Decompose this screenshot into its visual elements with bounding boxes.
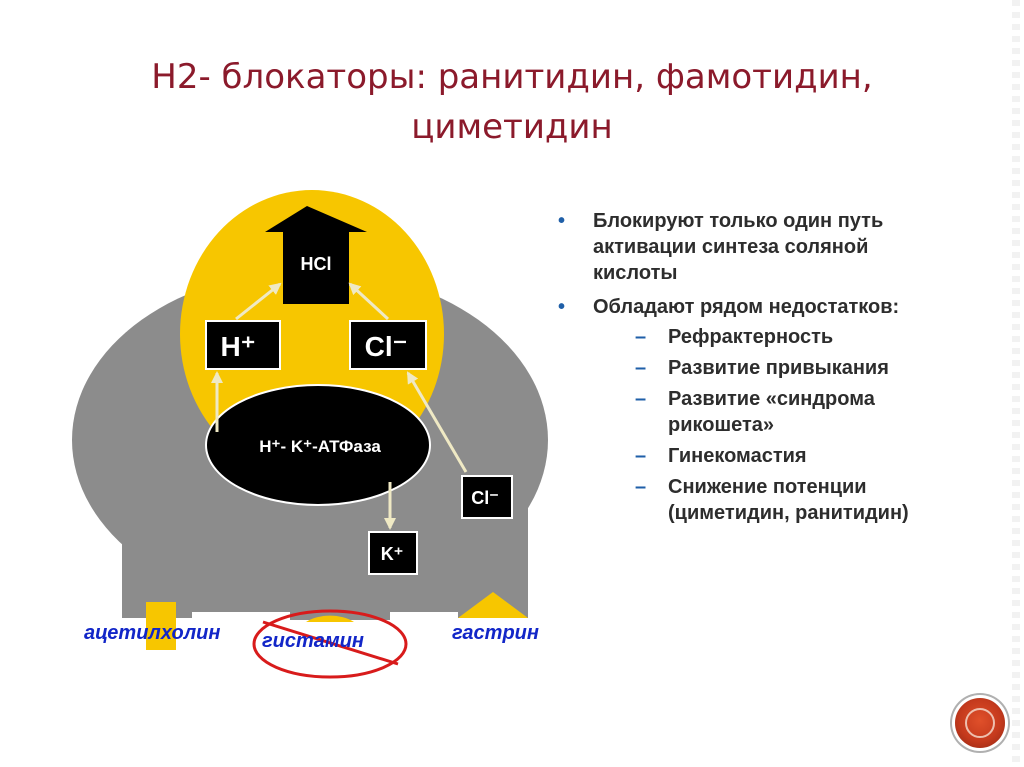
cl-minus-in-label: Cl⁻ xyxy=(471,488,499,508)
title-line-1: Н2- блокаторы: ранитидин, фамотидин, xyxy=(151,57,873,97)
sub-item: Гинекомастия xyxy=(593,443,958,469)
cl-minus-box xyxy=(349,320,427,370)
page-edge-decoration xyxy=(1010,0,1024,767)
arrow-h-to-hcl xyxy=(235,282,282,321)
cl-minus-label: Cl⁻ xyxy=(365,331,408,362)
acetylcholine-receptor-shape xyxy=(146,602,176,650)
hcl-arrow xyxy=(265,206,367,304)
k-plus-label: K⁺ xyxy=(381,544,404,564)
slide-nav-button[interactable] xyxy=(955,698,1005,748)
histamine-cross-out xyxy=(252,609,408,679)
sub-item: Снижение потенции (циметидин, ранитидин) xyxy=(593,474,958,526)
flow-arrows xyxy=(211,282,468,530)
hcl-label: HCl xyxy=(301,254,332,274)
histamine-label: гистамин xyxy=(262,630,365,652)
title-line-2: циметидин xyxy=(411,107,613,147)
h-plus-label: H⁺ xyxy=(221,331,256,362)
sub-item: Развитие «синдрома рикошета» xyxy=(593,386,958,438)
h-plus-box xyxy=(205,320,281,370)
atpase-pump xyxy=(205,384,431,506)
page-title: Н2- блокаторы: ранитидин, фамотидин, цим… xyxy=(0,52,1024,152)
bullet-list: Блокируют только один путь активации син… xyxy=(558,208,958,534)
acetylcholine-label: ацетилхолин xyxy=(84,622,221,644)
bullet-text: Блокируют только один путь активации син… xyxy=(593,210,884,284)
sub-item: Рефрактерность xyxy=(593,324,958,350)
gastrin-receptor-shape xyxy=(458,592,528,618)
sub-item: Развитие привыкания xyxy=(593,355,958,381)
bullet-item: Обладают рядом недостатков: Рефрактернос… xyxy=(558,294,958,526)
gastrin-label: гастрин xyxy=(452,622,539,644)
k-plus-box xyxy=(368,531,418,575)
histamine-receptor-shape xyxy=(306,615,354,622)
cl-minus-in-box xyxy=(461,475,513,519)
bullet-item: Блокируют только один путь активации син… xyxy=(558,208,958,286)
arrow-cl-in-to-cl xyxy=(406,371,468,473)
atpase-label: H⁺- K⁺-АТФаза xyxy=(259,437,381,456)
bullet-text: Обладают рядом недостатков: xyxy=(593,296,900,318)
sub-list: Рефрактерность Развитие привыкания Разви… xyxy=(593,324,958,526)
arrow-cl-to-hcl xyxy=(348,282,390,321)
